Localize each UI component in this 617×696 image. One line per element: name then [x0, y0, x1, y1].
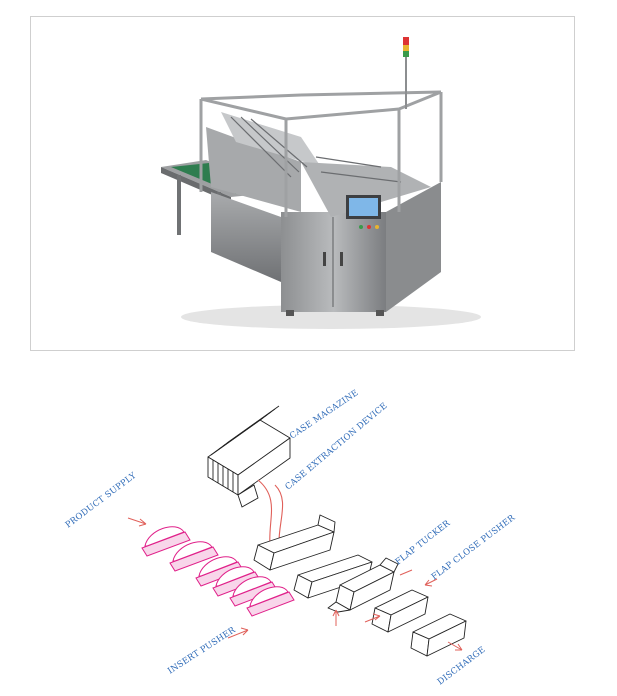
- product-item: [169, 541, 219, 572]
- flap-close-arrow: [364, 613, 381, 623]
- case-magazine: [207, 405, 291, 508]
- flap-tucker-up-arrow: [332, 609, 340, 626]
- label-discharge: DISCHARGE: [436, 645, 488, 687]
- opened-case-2: [293, 554, 373, 599]
- label-insert-pusher: INSERT PUSHER: [166, 625, 238, 676]
- discharge-arrow: [447, 641, 463, 651]
- case-flap-tucker: [327, 557, 399, 613]
- finished-case: [410, 613, 467, 657]
- product-item: [195, 556, 244, 587]
- case-flap-close: [371, 589, 429, 633]
- cartoning-machine-image: [161, 37, 481, 329]
- label-product-supply: PRODUCT SUPPLY: [64, 471, 139, 531]
- flap-tucker-arrow: [399, 569, 413, 576]
- label-flap-tucker: FLAP TUCKER: [394, 518, 453, 567]
- flow-arrows: [127, 517, 463, 651]
- product-group: [141, 526, 295, 617]
- machine-photo-frame: [30, 16, 575, 351]
- product-supply-arrow: [127, 517, 147, 527]
- process-flow-diagram: CASE MAGAZINE CASE EXTRACTION DEVICE PRO…: [64, 388, 518, 687]
- opened-case-1: [253, 514, 336, 571]
- product-item: [246, 586, 295, 617]
- product-item: [141, 526, 191, 557]
- insert-pusher-arrow: [227, 627, 249, 639]
- flap-close-pusher-arrow: [424, 578, 438, 587]
- label-case-extraction-device: CASE EXTRACTION DEVICE: [284, 401, 390, 492]
